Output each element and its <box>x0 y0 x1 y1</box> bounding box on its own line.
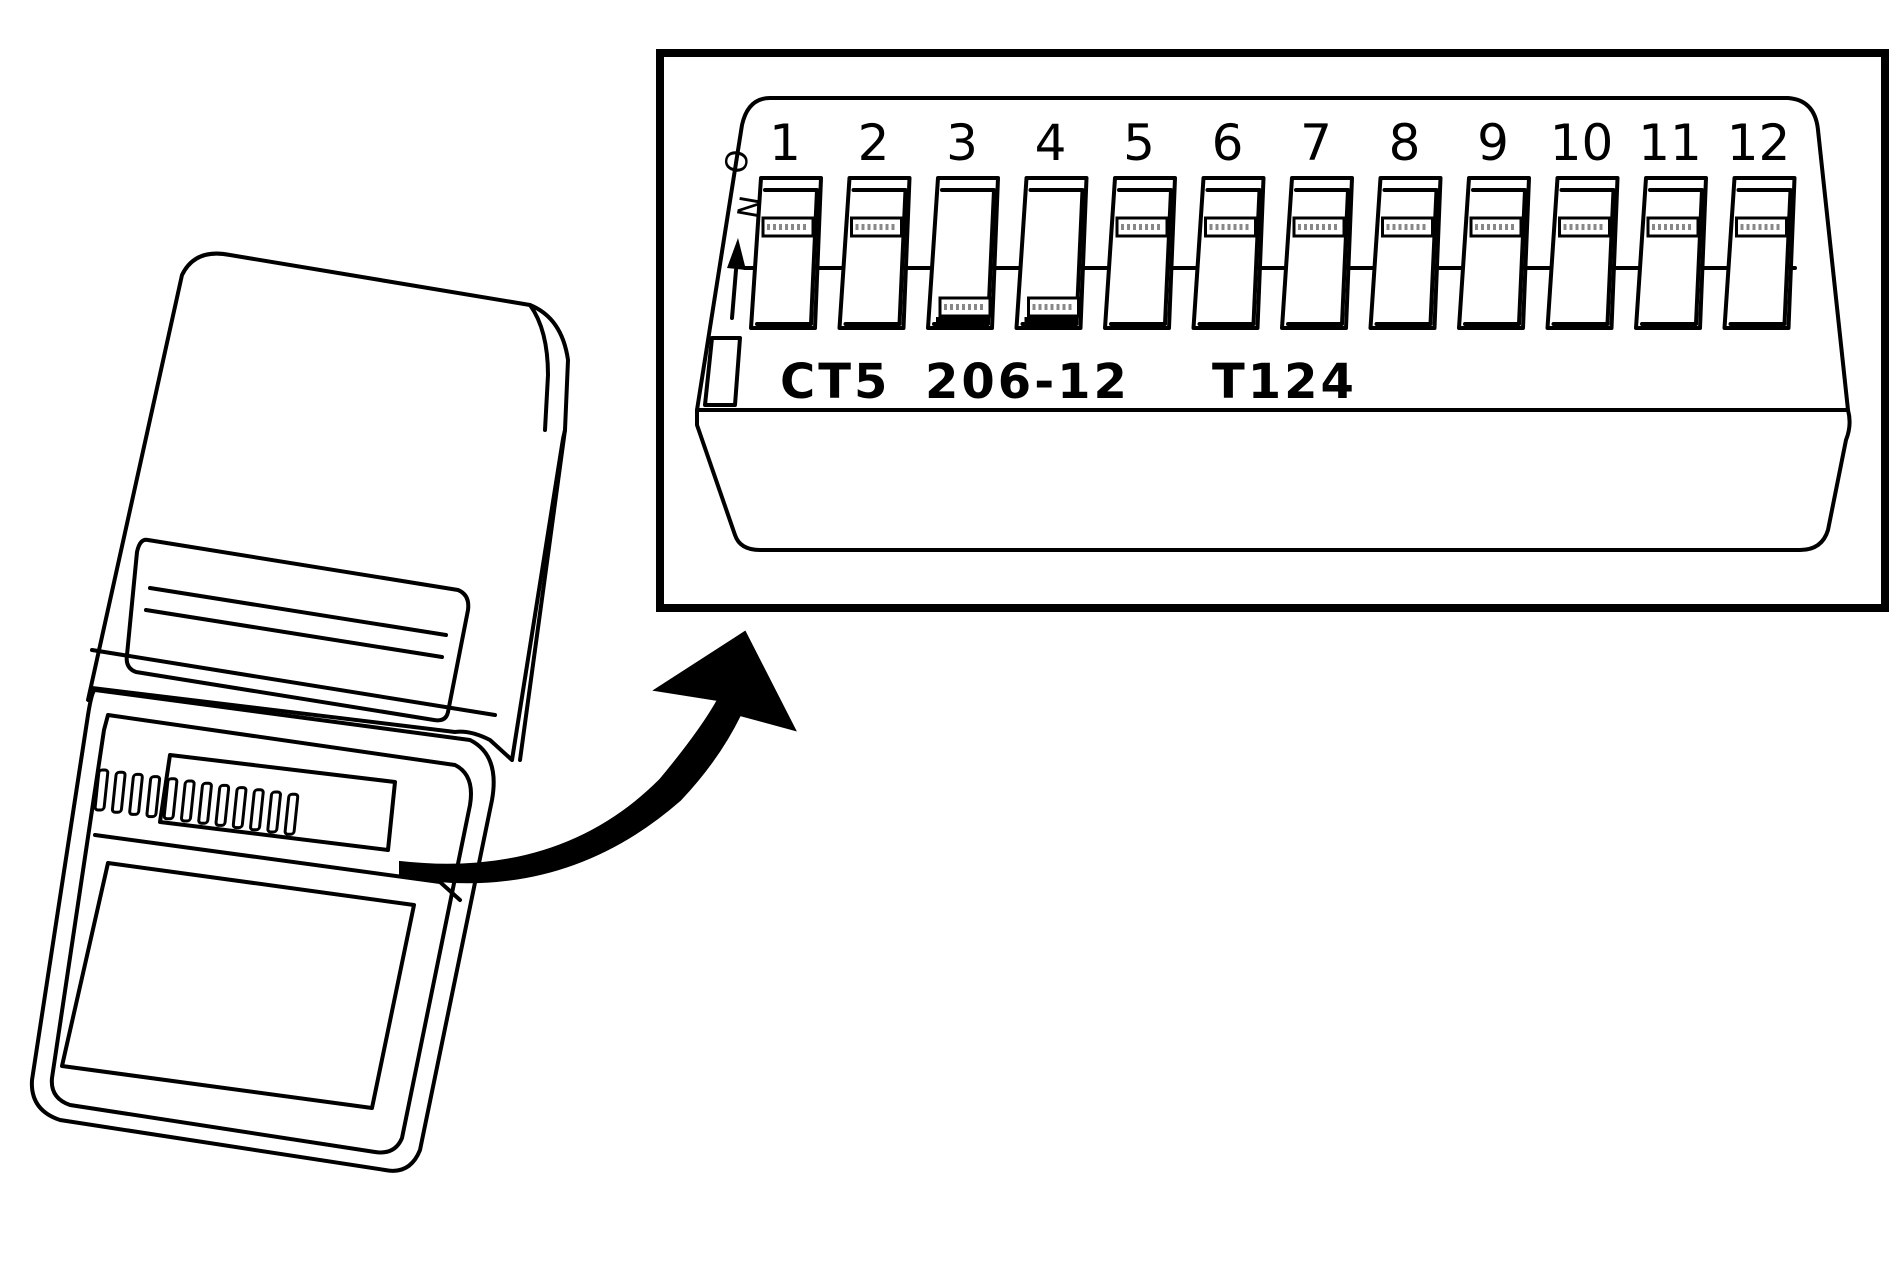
switch-number-8: 8 <box>1389 114 1421 172</box>
fob-label-line-2 <box>144 608 444 659</box>
switch-slot <box>749 176 823 330</box>
key-fob-device <box>29 251 570 1173</box>
dip-switch-8 <box>1368 176 1443 330</box>
switch-recess <box>755 188 819 326</box>
fob-dip-slot <box>283 792 300 836</box>
switch-recess <box>1463 188 1527 326</box>
fob-dip-slot <box>197 781 213 825</box>
fob-dip-slots <box>93 768 300 836</box>
code-t124: T124 <box>1212 354 1357 410</box>
switch-recess <box>1286 188 1350 326</box>
fob-dip-slot <box>93 768 110 812</box>
code-ct5: CT5 <box>780 354 890 410</box>
switch-slot <box>1280 176 1354 330</box>
dip-switch-6 <box>1191 176 1266 330</box>
fob-cover-top-edge <box>528 303 550 432</box>
fob-dip-slot <box>145 775 162 819</box>
switch-recess <box>1640 188 1704 326</box>
switch-recess <box>1197 188 1262 326</box>
dip-switch-3 <box>926 176 1000 330</box>
fob-dip-slot <box>266 790 282 834</box>
switch-number-11: 11 <box>1638 114 1702 172</box>
switch-number-1: 1 <box>769 114 801 172</box>
switch-slot <box>1103 176 1177 330</box>
code-206-12: 206-12 <box>925 354 1130 410</box>
fob-cover-band <box>90 648 497 717</box>
switch-recess <box>1551 188 1616 326</box>
switch-slot <box>1368 176 1443 330</box>
fob-dip-slot <box>179 779 196 823</box>
switch-recess <box>843 188 908 326</box>
fob-dip-slot <box>249 788 265 832</box>
curved-arrow-icon <box>399 630 797 884</box>
switch-recess <box>1728 188 1793 326</box>
switch-number-9: 9 <box>1477 114 1509 172</box>
dip-switch-2 <box>837 176 912 330</box>
switch-slot <box>1014 176 1089 330</box>
dip-switch-row <box>743 176 1797 330</box>
dip-switch-5 <box>1103 176 1177 330</box>
fob-dip-slot <box>231 786 248 830</box>
switch-recess <box>1020 188 1085 326</box>
switch-number-5: 5 <box>1123 114 1155 172</box>
fob-dip-slot <box>214 783 231 827</box>
fob-display-window <box>60 861 416 1110</box>
dip-switch-10 <box>1545 176 1620 330</box>
fob-dip-slot <box>162 777 179 821</box>
dip-switch-9 <box>1457 176 1531 330</box>
dip-switch-7 <box>1280 176 1354 330</box>
switch-slot <box>1457 176 1531 330</box>
switch-slot <box>926 176 1000 330</box>
dip-switch-tab <box>703 336 742 407</box>
switch-number-4: 4 <box>1035 114 1067 172</box>
dip-switch-1 <box>749 176 823 330</box>
on-arrow-stem <box>730 268 738 320</box>
switch-slot <box>1191 176 1266 330</box>
fob-cover-label-area <box>124 537 471 723</box>
fob-lower-rim <box>49 713 473 1155</box>
switch-number-12: 12 <box>1727 114 1791 172</box>
switch-recess <box>1374 188 1439 326</box>
dip-switch-body-front <box>695 408 1852 552</box>
switch-number-10: 10 <box>1550 114 1614 172</box>
switch-recess <box>1109 188 1173 326</box>
fob-dip-slot <box>128 772 144 816</box>
dip-switch-12 <box>1722 176 1797 330</box>
switch-slot <box>837 176 912 330</box>
switch-number-3: 3 <box>946 114 978 172</box>
switch-slot <box>1634 176 1708 330</box>
switch-number-6: 6 <box>1212 114 1244 172</box>
fob-dip-slot <box>110 770 127 814</box>
dip-switch-4 <box>1014 176 1089 330</box>
fob-cover-side <box>518 428 567 762</box>
switch-number-7: 7 <box>1300 114 1332 172</box>
dip-switch-11 <box>1634 176 1708 330</box>
switch-recess <box>932 188 996 326</box>
on-arrow-icon <box>727 238 746 270</box>
fob-label-line-1 <box>148 586 448 637</box>
switch-slot <box>1545 176 1620 330</box>
switch-slot <box>1722 176 1797 330</box>
switch-number-2: 2 <box>858 114 890 172</box>
